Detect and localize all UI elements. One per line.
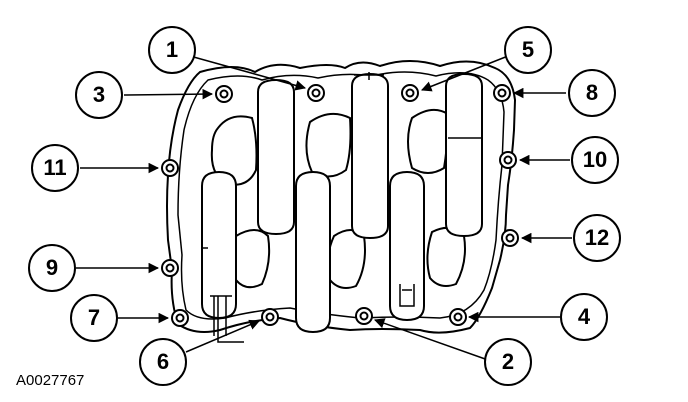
runner-5 xyxy=(295,170,331,334)
bolt-4 xyxy=(449,308,467,326)
bolt-9 xyxy=(161,259,179,277)
callout-8: 8 xyxy=(568,69,616,117)
callout-label: 10 xyxy=(583,147,607,172)
runner-2 xyxy=(351,72,389,240)
leader-lines xyxy=(76,55,572,361)
callout-1: 1 xyxy=(148,26,196,74)
bolt-5 xyxy=(401,84,419,102)
bolt-3 xyxy=(215,85,233,103)
callout-4: 4 xyxy=(560,293,608,341)
callout-label: 4 xyxy=(578,304,591,329)
runner-6 xyxy=(389,170,425,322)
callout-12: 12 xyxy=(573,214,621,262)
figure-id: A0027767 xyxy=(16,372,85,389)
bolt-7 xyxy=(171,309,189,327)
runner-3 xyxy=(445,72,483,238)
callout-label: 7 xyxy=(88,305,100,330)
bolt-6 xyxy=(261,308,279,326)
callout-10: 10 xyxy=(571,136,619,184)
bolt-8 xyxy=(493,84,511,102)
callout-label: 2 xyxy=(502,349,514,374)
callout-label: 1 xyxy=(166,37,178,62)
intake-ports xyxy=(210,108,466,289)
bolt-1 xyxy=(307,84,325,102)
callout-label: 5 xyxy=(522,37,534,62)
callout-2: 2 xyxy=(484,338,532,386)
callout-5: 5 xyxy=(504,26,552,74)
callouts: 1 2 3 4 5 6 7 8 9 10 11 12 xyxy=(28,26,621,386)
callout-6: 6 xyxy=(139,338,187,386)
callout-label: 8 xyxy=(586,80,598,105)
callout-3: 3 xyxy=(75,71,123,119)
bolt-2 xyxy=(355,307,373,325)
manifold-details xyxy=(202,72,482,343)
bolt-12 xyxy=(501,229,519,247)
runner-1 xyxy=(257,78,295,236)
callout-7: 7 xyxy=(70,294,118,342)
bolts xyxy=(161,84,519,327)
runner-4 xyxy=(201,170,237,320)
callout-9: 9 xyxy=(28,244,76,292)
callout-label: 11 xyxy=(43,155,66,180)
bolt-11 xyxy=(161,159,179,177)
callout-label: 3 xyxy=(93,82,105,107)
runners xyxy=(201,72,483,334)
callout-label: 6 xyxy=(157,349,169,374)
callout-label: 9 xyxy=(46,255,58,280)
callout-11: 11 xyxy=(31,144,79,192)
callout-label: 12 xyxy=(585,225,609,250)
bolt-10 xyxy=(499,151,517,169)
